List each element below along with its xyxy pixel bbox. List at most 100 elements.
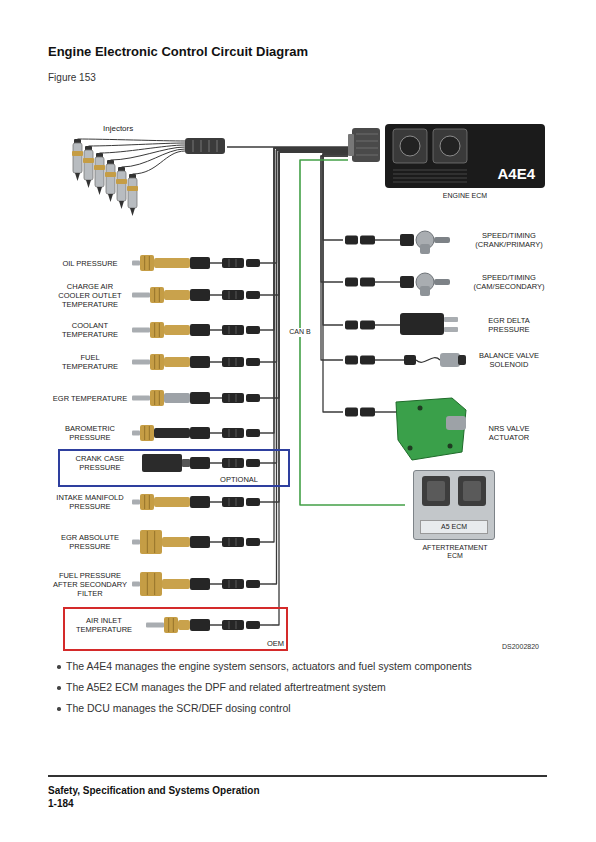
pigtail-wire: [260, 583, 272, 584]
sensor-label: EGR DELTA PRESSURE: [470, 316, 548, 334]
plug-ridge: [236, 429, 237, 437]
injector-body: [73, 143, 82, 173]
oem-frame: OEMAIR INLET TEMPERATURE: [63, 607, 288, 651]
bullet-dot: [57, 665, 61, 669]
actuator-motor: [446, 416, 466, 430]
actuator: NRS VALVE ACTUATOR: [343, 398, 548, 460]
injector-body: [128, 178, 137, 208]
frame-note: OPTIONAL: [220, 475, 258, 484]
pigtail-wire: [210, 501, 222, 502]
sensor-illustration: [345, 398, 466, 460]
sensor-illustration: [345, 353, 466, 367]
pigtail-wire: [210, 361, 222, 362]
sensor: CRANK CASE PRESSURE: [62, 451, 272, 475]
injector-band: [116, 179, 127, 184]
sensor-label: FUEL TEMPERATURE: [52, 353, 128, 371]
actuator: BALANCE VALVE SOLENOID: [343, 348, 548, 372]
hex-edge: [154, 288, 155, 302]
wire-harness: [323, 154, 348, 412]
sensor-body: [154, 428, 190, 438]
harness-plug: [345, 321, 358, 330]
housing-bolt: [408, 446, 413, 451]
connector-shell: [352, 128, 380, 162]
hex-edge: [154, 355, 155, 369]
sensor-body: [164, 325, 190, 335]
pigtail-wire: [260, 397, 272, 398]
ecm-harness-connector: [348, 124, 384, 166]
sensor-body: [178, 620, 190, 630]
mating-plug: [246, 459, 260, 467]
sensor-label: CHARGE AIR COOLER OUTLET TEMPERATURE: [52, 282, 128, 309]
mating-plug: [222, 458, 244, 468]
sensor-probe: [132, 293, 150, 298]
plug-ridge: [236, 394, 237, 402]
ecm-part-number: A4E4: [497, 165, 535, 182]
sensor-illustration: [345, 273, 450, 296]
connector-ridge: [201, 140, 202, 152]
mating-plug: [246, 498, 260, 506]
injector-illustration: [65, 123, 227, 220]
injector-tip: [75, 173, 80, 181]
pigtail-wire: [260, 294, 272, 295]
sensor-probe: [132, 582, 140, 587]
plug-ridge: [236, 459, 237, 467]
footer-rule: [48, 775, 547, 777]
housing-rib: [393, 177, 467, 178]
optional-frame: OPTIONALCRANK CASE PRESSURE: [58, 449, 290, 487]
hex-edge: [159, 355, 160, 369]
sensor-connector: [190, 578, 210, 590]
sensor-body: [162, 579, 190, 589]
hex-nut: [150, 390, 164, 406]
pigtail-wire: [210, 329, 222, 330]
sensor-illustration: [146, 617, 272, 633]
mating-plug: [222, 579, 244, 589]
can-bus-line: [300, 160, 405, 505]
sensor-connector: [190, 257, 210, 269]
connector-ridge: [356, 148, 378, 149]
sensor-mount: [434, 279, 450, 285]
connector-ridge: [209, 140, 210, 152]
sensor-connector: [190, 619, 210, 631]
figure-number: Figure 153: [48, 72, 96, 83]
sensor-illustration: [132, 494, 272, 510]
harness-plug: [360, 278, 375, 287]
pressure-port: [444, 327, 458, 332]
sensor-probe: [132, 360, 150, 365]
harness-plug: [345, 236, 358, 245]
hex-edge: [173, 618, 174, 632]
sensor: AIR INLET TEMPERATURE: [66, 613, 272, 637]
injector-wire: [78, 139, 186, 141]
actuator-housing: [396, 398, 466, 460]
hex-edge: [144, 426, 145, 440]
pigtail-wire: [260, 361, 272, 362]
sensor-illustration: [345, 231, 450, 254]
hex-edge: [168, 618, 169, 632]
hex-edge: [144, 256, 145, 270]
connector-face: [427, 481, 445, 501]
mating-plug: [246, 326, 260, 334]
mating-plug: [222, 428, 244, 438]
injector-group: Injectors: [65, 123, 227, 220]
page-number: 1-184: [48, 798, 74, 809]
sensor-probe: [132, 500, 140, 505]
plug-ridge: [236, 291, 237, 299]
plug-ridge: [229, 621, 230, 629]
sensor: EGR ABSOLUTE PRESSURE: [52, 530, 272, 554]
mating-plug: [246, 538, 260, 546]
injector-body: [95, 157, 104, 187]
hex-nut: [140, 255, 154, 271]
sensor-label: EGR TEMPERATURE: [52, 394, 128, 403]
aftertreatment-ecm: A5 ECMAFTERTREATMENT ECM: [405, 468, 505, 564]
sensor-connector: [190, 536, 210, 548]
sensor-connector: [190, 457, 210, 469]
ecm-label: ENGINE ECM: [385, 192, 545, 200]
sensor-tip: [420, 286, 430, 296]
solenoid-end: [458, 355, 466, 365]
housing-rib: [393, 173, 467, 174]
sensor-probe: [132, 431, 140, 436]
plug-ridge: [236, 621, 237, 629]
wire-harness: [321, 156, 348, 282]
injector-tip: [130, 208, 135, 216]
sensor-illustration: [132, 530, 272, 554]
valve-connector: [404, 355, 416, 365]
